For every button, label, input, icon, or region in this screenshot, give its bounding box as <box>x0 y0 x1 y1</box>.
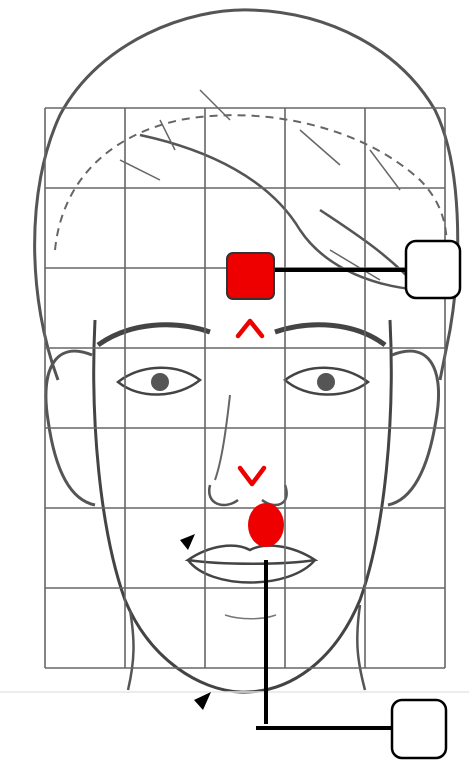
top-answer-box[interactable] <box>406 241 460 298</box>
neck-right <box>357 605 365 690</box>
right-eyebrow <box>275 325 385 345</box>
right-iris <box>317 373 335 391</box>
neck-left <box>128 610 134 690</box>
face-outline <box>94 320 392 692</box>
nose-tip-oval-marker[interactable] <box>248 503 284 547</box>
hairline-dashed <box>55 115 447 265</box>
hair-sweep <box>140 135 420 290</box>
nose-caret-down <box>240 468 264 484</box>
upper-lip <box>188 546 315 564</box>
cheek-pointer-arrow-icon <box>180 534 195 550</box>
nose-bridge <box>215 395 230 480</box>
chin-pointer-arrow-icon <box>194 692 211 710</box>
nose-base <box>209 485 286 505</box>
brow-caret-up <box>238 321 262 336</box>
forehead-square-marker[interactable] <box>227 253 274 299</box>
left-iris <box>151 373 169 391</box>
bottom-answer-box[interactable] <box>392 700 446 758</box>
proportion-grid <box>45 108 445 668</box>
left-eyebrow <box>98 325 210 345</box>
chin-crease <box>225 615 276 619</box>
